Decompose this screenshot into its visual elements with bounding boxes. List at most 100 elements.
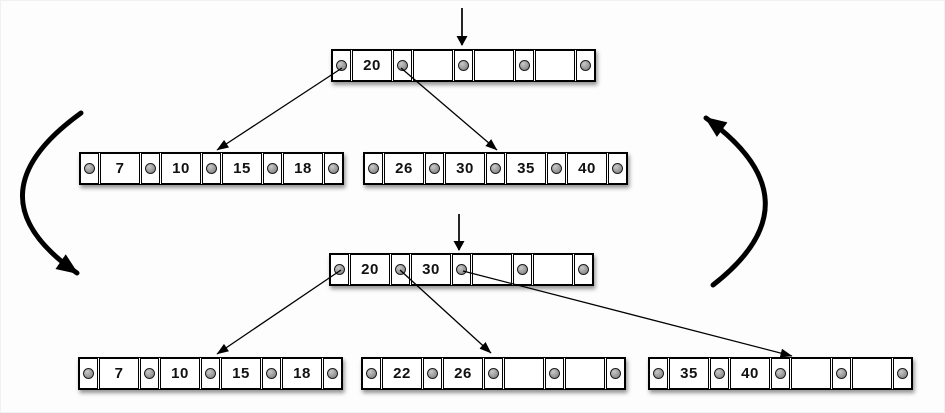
pointer-cell <box>710 358 729 389</box>
pointer-cell <box>202 153 221 184</box>
key-cell <box>472 254 512 285</box>
pointer-circle <box>714 368 725 379</box>
key-cell <box>565 358 605 389</box>
pointer-circle <box>144 368 155 379</box>
pointer-cell <box>576 50 595 81</box>
pointer-cell <box>832 358 851 389</box>
pointer-cell <box>452 254 471 285</box>
key-cell: 26 <box>443 358 483 389</box>
pointer-cell <box>362 358 381 389</box>
pointer-cell <box>323 358 342 389</box>
key-cell: 18 <box>282 358 322 389</box>
key-cell: 35 <box>506 153 546 184</box>
key-cell: 30 <box>411 254 451 285</box>
pointer-cell <box>771 358 790 389</box>
key-cell: 10 <box>161 153 201 184</box>
key-cell: 15 <box>221 358 261 389</box>
key-cell: 26 <box>384 153 424 184</box>
pointer-circle <box>397 60 408 71</box>
key-cell <box>474 50 514 81</box>
pointer-circle <box>897 368 908 379</box>
pointer-circle <box>456 264 467 275</box>
pointer-cell <box>423 358 442 389</box>
pointer-circle <box>368 163 379 174</box>
key-cell: 40 <box>567 153 607 184</box>
pointer-cell <box>330 254 349 285</box>
pointer-circle <box>83 368 94 379</box>
pointer-cell <box>141 153 160 184</box>
pointer-cell <box>574 254 593 285</box>
pointer-cell <box>393 50 412 81</box>
pointer-cell <box>893 358 912 389</box>
pointer-cell <box>547 153 566 184</box>
btree-node-leaf-after-middle: 22 26 <box>361 357 626 390</box>
pointer-cell <box>486 153 505 184</box>
pointer-circle <box>266 368 277 379</box>
btree-node-leaf-after-right: 35 40 <box>648 357 913 390</box>
pointer-cell <box>545 358 564 389</box>
pointer-circle <box>145 163 156 174</box>
key-cell <box>533 254 573 285</box>
pointer-cell <box>649 358 668 389</box>
cycle-arrow-cycle-left-down <box>20 110 84 276</box>
pointer-cell <box>454 50 473 81</box>
key-cell: 22 <box>382 358 422 389</box>
pointer-cell <box>80 153 99 184</box>
pointer-circle <box>517 264 528 275</box>
pointer-circle <box>366 368 377 379</box>
pointer-circle <box>429 163 440 174</box>
child-pointer-arrow-root-before-p1-to-left-child <box>216 67 343 151</box>
key-cell <box>791 358 831 389</box>
cycle-arrow-cycle-right-up <box>703 115 768 288</box>
pointer-cell <box>140 358 159 389</box>
pointer-circle <box>775 368 786 379</box>
pointer-circle <box>519 60 530 71</box>
key-cell <box>852 358 892 389</box>
pointer-cell <box>608 153 627 184</box>
pointer-cell <box>324 153 343 184</box>
key-cell <box>413 50 453 81</box>
child-pointer-arrow-root-after-p1-to-left-child <box>216 269 342 355</box>
pointer-cell <box>201 358 220 389</box>
pointer-cell <box>606 358 625 389</box>
key-cell <box>504 358 544 389</box>
pointer-circle <box>551 163 562 174</box>
pointer-circle <box>836 368 847 379</box>
pointer-cell <box>79 358 98 389</box>
pointer-cell <box>513 254 532 285</box>
key-cell: 40 <box>730 358 770 389</box>
pointer-circle <box>328 163 339 174</box>
pointer-circle <box>549 368 560 379</box>
pointer-circle <box>578 264 589 275</box>
pointer-cell <box>484 358 503 389</box>
key-cell: 15 <box>222 153 262 184</box>
pointer-circle <box>206 163 217 174</box>
key-cell: 20 <box>350 254 390 285</box>
key-cell: 18 <box>283 153 323 184</box>
key-cell: 30 <box>445 153 485 184</box>
pointer-cell <box>391 254 410 285</box>
key-cell <box>535 50 575 81</box>
pointer-circle <box>336 60 347 71</box>
pointer-cell <box>263 153 282 184</box>
key-cell: 35 <box>669 358 709 389</box>
pointer-cell <box>262 358 281 389</box>
key-cell: 20 <box>352 50 392 81</box>
pointer-circle <box>84 163 95 174</box>
key-cell: 10 <box>160 358 200 389</box>
pointer-circle <box>334 264 345 275</box>
pointer-circle <box>610 368 621 379</box>
pointer-circle <box>205 368 216 379</box>
pointer-circle <box>580 60 591 71</box>
pointer-circle <box>427 368 438 379</box>
pointer-circle <box>395 264 406 275</box>
btree-node-root-before: 20 <box>331 49 596 82</box>
btree-node-leaf-before-right: 26 30 35 40 <box>363 152 628 185</box>
pointer-circle <box>490 163 501 174</box>
pointer-circle <box>458 60 469 71</box>
pointer-cell <box>364 153 383 184</box>
